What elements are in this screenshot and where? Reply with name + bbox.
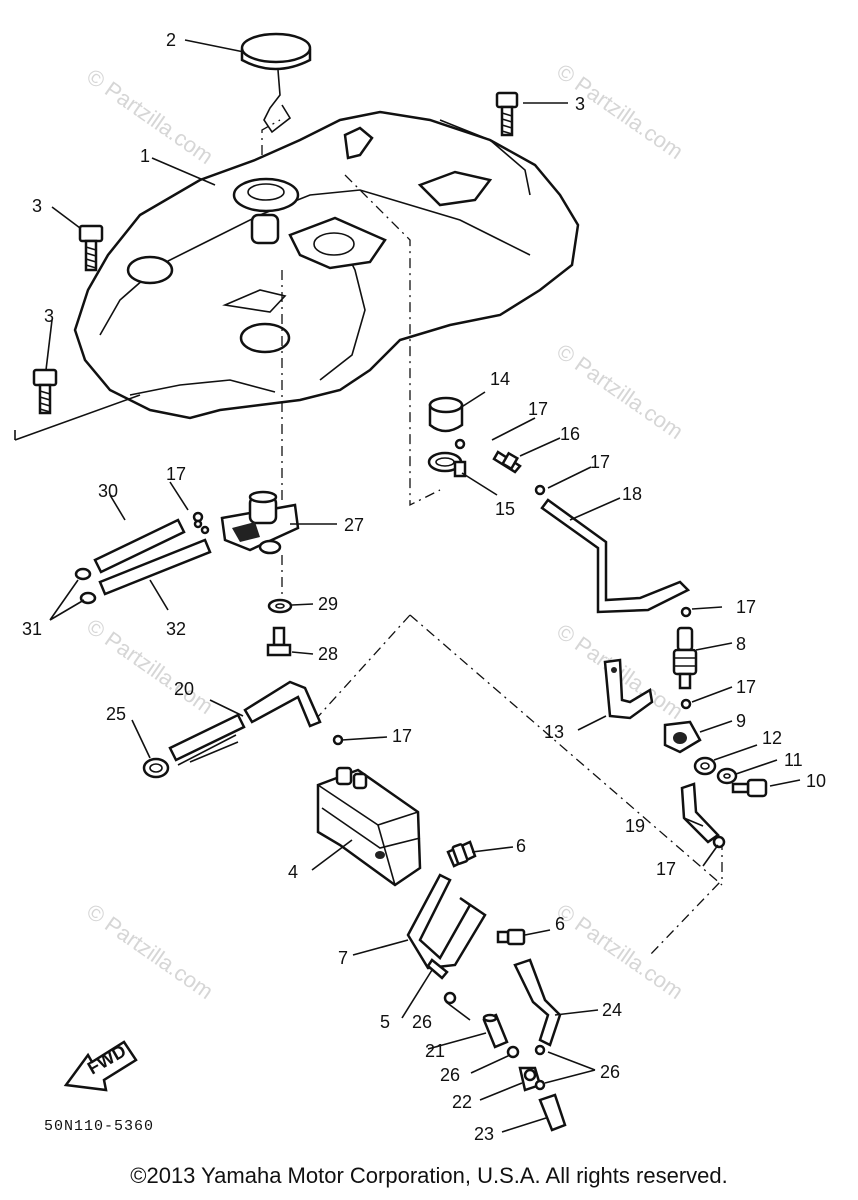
callout-10: 10: [806, 771, 826, 791]
washer-29[interactable]: [267, 598, 293, 614]
callout-1: 1: [140, 146, 150, 166]
holder-9[interactable]: [663, 720, 702, 754]
clip-17-a[interactable]: [454, 438, 466, 450]
bolt-6-upper[interactable]: [446, 840, 477, 868]
hose-23[interactable]: [538, 1093, 567, 1132]
callout-17-a: 17: [528, 399, 548, 419]
watermark-6: © Partzilla.com: [82, 899, 218, 1005]
callout-6-upper: 6: [516, 836, 526, 856]
callout-16: 16: [560, 424, 580, 444]
callout-8: 8: [736, 634, 746, 654]
clip-31-a[interactable]: [74, 567, 92, 581]
hose-30[interactable]: [93, 518, 186, 574]
callout-7: 7: [338, 948, 348, 968]
hose-21[interactable]: [482, 1013, 509, 1049]
clip-31-b[interactable]: [79, 591, 97, 605]
callout-26-b: 26: [440, 1065, 460, 1085]
fwd-arrow-icon: FWD: [63, 1040, 138, 1092]
hose-19[interactable]: [680, 782, 720, 844]
callout-3-left-upper: 3: [32, 196, 42, 216]
callout-17-c: 17: [736, 597, 756, 617]
callout-26-a: 26: [412, 1012, 432, 1032]
clip-26-c[interactable]: [534, 1044, 546, 1091]
callout-12: 12: [762, 728, 782, 748]
clip-17-e[interactable]: [332, 734, 344, 746]
screw-28[interactable]: [266, 626, 292, 657]
exploded-parts-diagram: © Partzilla.com © Partzilla.com © Partzi…: [14, 30, 826, 1144]
callouts: 2 1 3 3 3 14 17 16 17 15 18 17 30 27 31 …: [22, 30, 826, 1144]
callout-31: 31: [22, 619, 42, 639]
clip-26-b[interactable]: [506, 1045, 520, 1059]
clamp-25[interactable]: [142, 757, 170, 779]
fuel-cock-cover-14[interactable]: [428, 396, 464, 433]
callout-18: 18: [622, 484, 642, 504]
hose-18[interactable]: [540, 498, 691, 614]
fuel-cock-27[interactable]: [220, 490, 300, 555]
clip-17-c[interactable]: [680, 606, 692, 618]
callout-17-f: 17: [656, 859, 676, 879]
bracket-7[interactable]: [406, 873, 487, 970]
bolt-6-lower[interactable]: [496, 928, 526, 946]
callout-3-left-lower: 3: [44, 306, 54, 326]
hose-clamp-15[interactable]: [427, 451, 467, 478]
callout-9: 9: [736, 711, 746, 731]
clip-small-30[interactable]: [193, 519, 210, 535]
callout-28: 28: [318, 644, 338, 664]
callout-17-b: 17: [590, 452, 610, 472]
callout-20: 20: [174, 679, 194, 699]
fuel-cap[interactable]: [240, 32, 312, 134]
fuel-tank[interactable]: [73, 110, 580, 420]
bolt-3-left-upper[interactable]: [78, 224, 104, 272]
bolt-3-left-lower[interactable]: [32, 368, 58, 415]
callout-17-g: 17: [166, 464, 186, 484]
callout-2: 2: [166, 30, 176, 50]
callout-32: 32: [166, 619, 186, 639]
callout-13: 13: [544, 722, 564, 742]
nipple-16[interactable]: [492, 450, 522, 474]
watermark-7: © Partzilla.com: [552, 899, 688, 1005]
canister-4[interactable]: [316, 766, 422, 887]
callout-17-d: 17: [736, 677, 756, 697]
callout-5: 5: [380, 1012, 390, 1032]
copyright-notice: ©2013 Yamaha Motor Corporation, U.S.A. A…: [130, 1163, 728, 1188]
clip-17-d[interactable]: [680, 698, 692, 710]
callout-29: 29: [318, 594, 338, 614]
callout-17-e: 17: [392, 726, 412, 746]
washer-11[interactable]: [716, 767, 738, 785]
watermark-4: © Partzilla.com: [82, 614, 218, 720]
clip-17-f[interactable]: [712, 835, 726, 849]
callout-23: 23: [474, 1124, 494, 1144]
hose-24[interactable]: [513, 958, 562, 1047]
bracket-13[interactable]: [603, 658, 654, 720]
callout-25: 25: [106, 704, 126, 724]
callout-4: 4: [288, 862, 298, 882]
callout-26-c: 26: [600, 1062, 620, 1082]
callout-6-lower: 6: [555, 914, 565, 934]
callout-11: 11: [784, 750, 803, 770]
watermark-2: © Partzilla.com: [552, 59, 688, 165]
callout-30: 30: [98, 481, 118, 501]
watermark-1: © Partzilla.com: [82, 64, 218, 170]
leader-lines: [45, 39, 801, 1133]
callout-24: 24: [602, 1000, 622, 1020]
screw-10[interactable]: [731, 778, 768, 798]
diagram-code: 50N110-5360: [44, 1118, 155, 1135]
collar-12[interactable]: [693, 756, 717, 776]
clip-17-b[interactable]: [534, 484, 546, 496]
callout-3-top: 3: [575, 94, 585, 114]
hose-20[interactable]: [168, 680, 322, 766]
callout-19: 19: [625, 816, 645, 836]
valve-8[interactable]: [672, 626, 698, 690]
bolt-3-top[interactable]: [495, 91, 519, 137]
callout-14: 14: [490, 369, 510, 389]
callout-15: 15: [495, 499, 515, 519]
hose-5[interactable]: [426, 958, 449, 980]
callout-27: 27: [344, 515, 364, 535]
clip-26-a[interactable]: [443, 991, 457, 1005]
hose-32[interactable]: [98, 538, 212, 596]
callout-22: 22: [452, 1092, 472, 1112]
assembly-guide-lines: [14, 119, 723, 956]
callout-21: 21: [425, 1041, 445, 1061]
